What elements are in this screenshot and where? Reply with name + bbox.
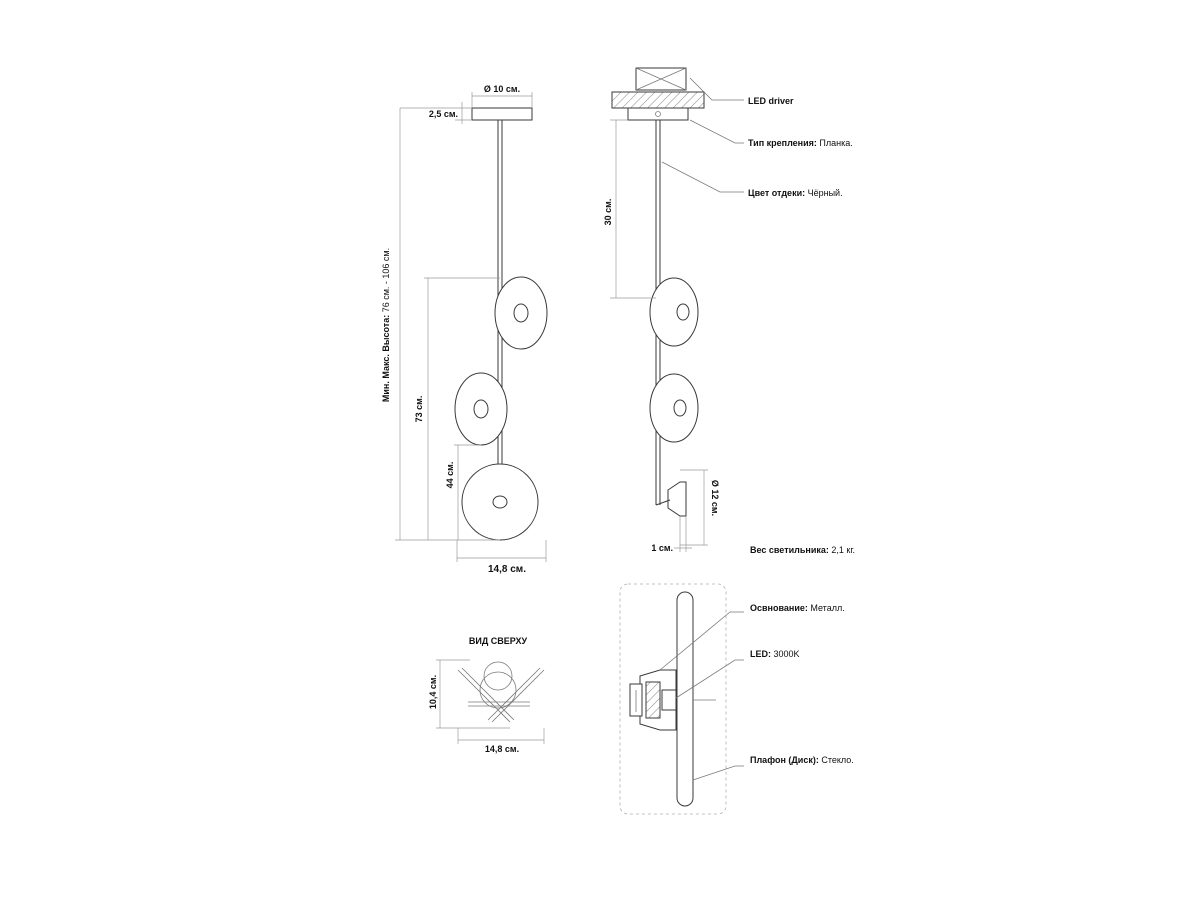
dim-disc-diameter: Ø 12 см.	[710, 480, 720, 516]
dim-width: 14,8 см.	[488, 564, 526, 575]
detail-led	[661, 689, 677, 711]
leader-shade	[692, 765, 744, 781]
top-view: ВИД СВЕРХУ 10,4 см. 14,8 см.	[428, 636, 545, 754]
screw-icon	[655, 111, 661, 117]
dim-top-depth: 10,4 см.	[428, 675, 438, 709]
side-disc-upper	[649, 277, 699, 347]
side-disc-edge	[667, 481, 687, 517]
disc-middle-hole	[473, 399, 489, 419]
arm	[655, 499, 671, 506]
dim-top-width: 14,8 см.	[485, 744, 519, 754]
dim-total-height: Мин. Макс. Высота: 76 см. - 106 см.	[381, 248, 391, 402]
canopy	[471, 107, 533, 121]
leader-base	[659, 611, 744, 671]
top-arm-right-edge	[491, 669, 545, 723]
detail-shade	[676, 591, 694, 807]
spec-notes: LED driver Тип крепления: Планка. Цвет о…	[748, 96, 855, 765]
leader-mount	[689, 119, 744, 144]
note-led-driver: LED driver	[748, 96, 794, 106]
ceiling-section	[611, 91, 705, 109]
dim-44: 44 см.	[445, 462, 455, 489]
top-arm-right	[487, 667, 541, 721]
leader-led-driver	[689, 77, 744, 101]
side-canopy	[627, 107, 689, 121]
dim-73: 73 см.	[414, 396, 424, 423]
note-led: LED: 3000K	[750, 649, 800, 659]
note-base: Освнование: Металл.	[750, 603, 845, 613]
side-disc-middle-hole	[673, 399, 687, 417]
top-canopy	[483, 661, 513, 691]
dim-disc-thickness: 1 см.	[651, 543, 673, 553]
driver-cross	[635, 67, 687, 91]
note-mount: Тип крепления: Планка.	[748, 138, 853, 148]
dim-30: 30 см.	[603, 199, 613, 226]
side-disc-upper-hole	[676, 303, 690, 321]
dim-canopy-diameter: Ø 10 см.	[484, 84, 520, 94]
top-view-title: ВИД СВЕРХУ	[469, 636, 528, 646]
top-arm-left	[457, 669, 511, 723]
detail-body-section	[645, 681, 661, 719]
leader-led	[675, 659, 744, 699]
side-view: 30 см. Ø 12 см. 1 см.	[603, 67, 744, 553]
top-arm-left-edge	[461, 667, 515, 721]
note-weight: Вес светильника: 2,1 кг.	[750, 545, 855, 555]
front-view: Ø 10 см. 2,5 см. Мин. Макс. Высота: 76 с…	[381, 84, 548, 575]
note-shade: Плафон (Диск): Стекло.	[750, 755, 854, 765]
detail-frame	[619, 583, 727, 815]
section-detail	[619, 583, 744, 815]
dim-canopy-height: 2,5 см.	[429, 109, 458, 119]
disc-lower-hole	[492, 495, 508, 509]
disc-upper-hole	[513, 303, 529, 323]
top-canopy-outer	[479, 671, 517, 709]
leader-finish	[661, 161, 744, 193]
note-finish: Цвет отдеки: Чёрный.	[748, 188, 843, 198]
